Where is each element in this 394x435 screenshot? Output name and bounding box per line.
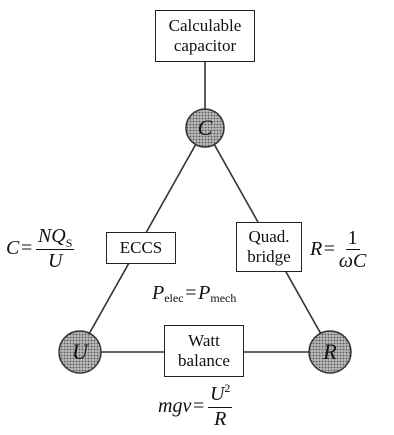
- calculable-capacitor-box: Calculable capacitor: [155, 10, 255, 62]
- equals-sign: =: [322, 238, 337, 260]
- quad-bridge-line1: Quad.: [248, 227, 290, 246]
- equals-sign: =: [191, 395, 206, 417]
- power-rhs: P: [198, 282, 211, 304]
- capacitance-numerator: NQ: [37, 225, 66, 247]
- quad-bridge-line2: bridge: [247, 247, 291, 266]
- watt-numerator: U: [209, 383, 225, 405]
- capacitance-numerator-subscript: S: [65, 236, 73, 250]
- node-right-label: R: [323, 339, 337, 364]
- calculable-capacitor-line2: capacitor: [173, 36, 237, 55]
- watt-lhs: mgv: [158, 395, 192, 417]
- resistance-numerator: 1: [345, 227, 360, 250]
- node-top-circle: [185, 108, 225, 148]
- power-lhs: P: [152, 282, 165, 304]
- resistance-equation: R = 1 ωC: [310, 228, 368, 271]
- eccs-label: ECCS: [119, 238, 163, 257]
- calculable-capacitor-line1: Calculable: [168, 16, 242, 35]
- resistance-lhs: R: [310, 238, 323, 260]
- equals-sign: =: [183, 282, 199, 304]
- watt-equation: mgv = U2 R: [158, 381, 234, 430]
- capacitance-equation: C = NQS U: [6, 226, 76, 271]
- capacitance-denominator: U: [47, 250, 63, 272]
- watt-numerator-superscript: 2: [224, 381, 231, 395]
- node-left-label: U: [72, 339, 88, 364]
- capacitance-fraction: NQS U: [35, 225, 75, 272]
- node-left-circle: [58, 330, 102, 374]
- resistance-fraction: 1 ωC: [339, 228, 366, 271]
- node-top-label: C: [197, 115, 213, 140]
- watt-balance-box: Watt balance: [164, 325, 244, 377]
- watt-balance-line2: balance: [178, 351, 230, 370]
- equals-sign: =: [19, 237, 34, 259]
- power-rhs-subscript: mech: [210, 291, 237, 305]
- capacitance-lhs: C: [6, 237, 20, 259]
- quad-bridge-box: Quad. bridge: [236, 222, 302, 272]
- watt-balance-line1: Watt: [188, 331, 220, 350]
- watt-denominator: R: [214, 408, 227, 430]
- node-right-circle: [308, 330, 352, 374]
- watt-fraction: U2 R: [207, 381, 233, 430]
- eccs-box: ECCS: [106, 232, 176, 264]
- resistance-denominator: ωC: [338, 250, 367, 272]
- power-lhs-subscript: elec: [164, 291, 184, 305]
